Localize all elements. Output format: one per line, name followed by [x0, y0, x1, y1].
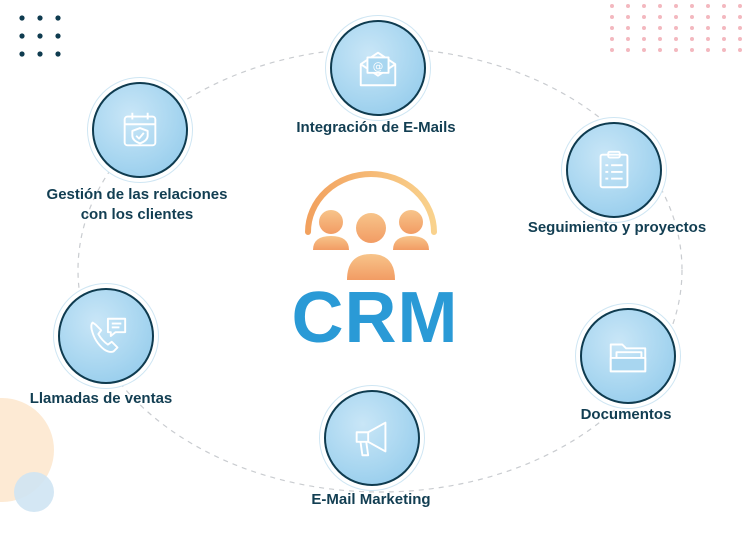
node-email-marketing[interactable]: [324, 390, 420, 486]
label-email-integration: Integración de E-Mails: [296, 119, 456, 136]
decor-dot-pink: [706, 37, 710, 41]
decor-dot-pink: [706, 26, 710, 30]
decor-dot-pink: [722, 26, 726, 30]
decor-dots-pink: [610, 4, 742, 52]
decor-dot-pink: [738, 48, 742, 52]
label-customer-relations: Gestión de las relaciones con los client…: [30, 185, 244, 225]
decor-dot-pink: [674, 26, 678, 30]
decor-dot-pink: [658, 48, 662, 52]
decor-dot-pink: [626, 15, 630, 19]
crm-people-logo: [305, 171, 437, 280]
node-tracking-projects[interactable]: [566, 122, 662, 218]
decor-dot-pink: [722, 37, 726, 41]
label-documents: Documentos: [580, 406, 672, 423]
decor-dot-pink: [642, 4, 646, 8]
decor-dot-pink: [626, 37, 630, 41]
megaphone-icon: [355, 421, 387, 457]
crm-title: CRM: [291, 278, 459, 358]
decor-dot-pink: [738, 4, 742, 8]
decor-dot-pink: [738, 26, 742, 30]
decor-dot-pink: [690, 4, 694, 8]
decor-dot-pink: [610, 37, 614, 41]
decor-dot-pink: [722, 48, 726, 52]
label-customer-relations-line2: con los clientes: [80, 206, 194, 223]
decor-dots-teal: [19, 15, 61, 57]
decor-dot-pink: [642, 48, 646, 52]
decor-dot-pink: [706, 48, 710, 52]
decor-dot-pink: [706, 4, 710, 8]
decor-dot-pink: [658, 26, 662, 30]
decor-dot-pink: [658, 4, 662, 8]
node-sales-calls[interactable]: [58, 288, 154, 384]
decor-dot-pink: [626, 4, 630, 8]
decor-dot-pink: [610, 4, 614, 8]
decor-dot-pink: [642, 26, 646, 30]
decor-dot-pink: [610, 48, 614, 52]
decor-dot-pink: [658, 15, 662, 19]
decor-dot-pink: [738, 15, 742, 19]
decor-dot-pink: [642, 15, 646, 19]
decor-dot-pink: [690, 15, 694, 19]
folder-documents-icon: [609, 343, 647, 373]
decor-dot-pink: [674, 15, 678, 19]
decor-dot-pink: [690, 26, 694, 30]
decor-dot-pink: [658, 37, 662, 41]
decor-dot-pink: [738, 37, 742, 41]
decor-dot-pink: [674, 4, 678, 8]
decor-dot-pink: [674, 37, 678, 41]
decor-dot-pink: [690, 48, 694, 52]
decor-dot-pink: [642, 37, 646, 41]
envelope-at-icon: @: [359, 51, 397, 87]
decor-dot-pink: [626, 26, 630, 30]
svg-text:@: @: [373, 61, 384, 73]
label-email-marketing: E-Mail Marketing: [311, 491, 431, 508]
decor-dot-pink: [706, 15, 710, 19]
label-tracking-projects: Seguimiento y proyectos: [527, 219, 707, 236]
decor-dot-pink: [626, 48, 630, 52]
decor-dot-pink: [690, 37, 694, 41]
label-sales-calls: Llamadas de ventas: [29, 390, 173, 407]
decor-dot-pink: [722, 15, 726, 19]
node-email-integration[interactable]: @: [330, 20, 426, 116]
node-customer-relations[interactable]: [92, 82, 188, 178]
label-customer-relations-line1: Gestión de las relaciones: [46, 186, 228, 203]
decor-dot-pink: [610, 26, 614, 30]
calendar-check-icon: [123, 112, 157, 147]
decor-blob-blue: [14, 472, 54, 512]
decor-dot-pink: [674, 48, 678, 52]
decor-dot-pink: [722, 4, 726, 8]
clipboard-list-icon: [599, 150, 629, 189]
decor-dot-pink: [610, 15, 614, 19]
node-documents[interactable]: [580, 308, 676, 404]
phone-chat-icon: [90, 317, 127, 353]
